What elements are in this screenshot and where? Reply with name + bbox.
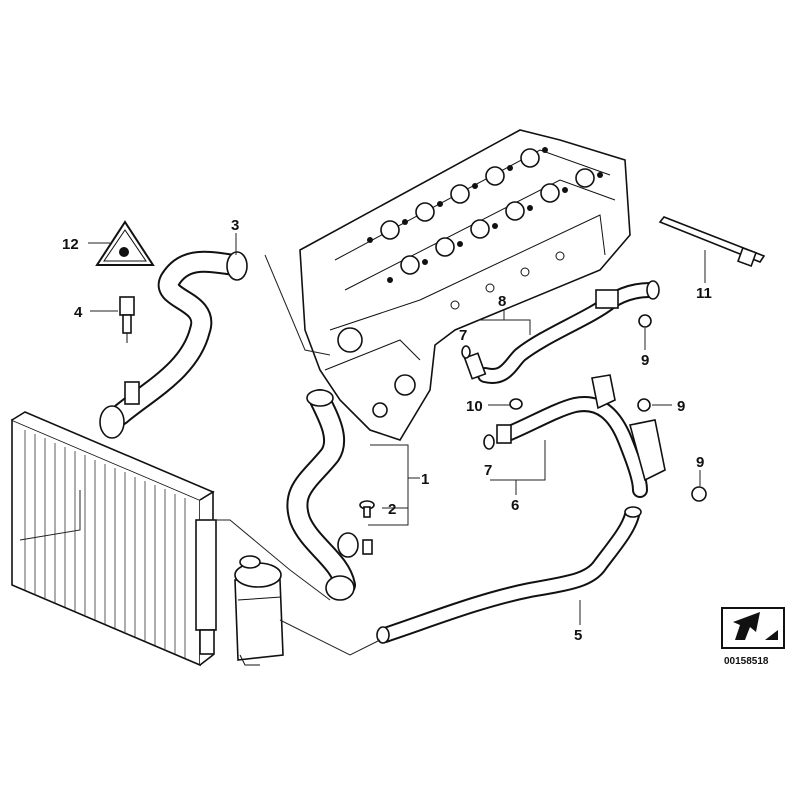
hose-1 xyxy=(286,389,373,601)
camshaft-journals xyxy=(380,148,595,275)
engine-cylinder-head xyxy=(299,129,631,441)
expansion-tank xyxy=(234,555,284,666)
callout-1: 1 xyxy=(421,471,429,488)
hose-8 xyxy=(463,280,660,384)
callout-5: 5 xyxy=(574,627,582,644)
hose-6 xyxy=(496,374,666,498)
callout-9-c: 9 xyxy=(696,454,704,471)
callout-9-b: 9 xyxy=(677,398,685,415)
callout-4: 4 xyxy=(74,304,83,321)
cable-tie-11 xyxy=(658,216,766,267)
callout-7-lower: 7 xyxy=(484,462,492,479)
warning-label-12 xyxy=(95,220,155,266)
o-ring-7-lower xyxy=(483,434,495,450)
callout-7-upper: 7 xyxy=(459,327,467,344)
reference-code: 00158518 xyxy=(724,656,769,667)
orientation-icon xyxy=(721,607,785,649)
callout-9-a: 9 xyxy=(641,352,649,369)
callout-12: 12 xyxy=(62,236,79,253)
bleed-screw-2 xyxy=(359,500,375,518)
plug-10 xyxy=(509,398,523,410)
bolt-9-a xyxy=(638,314,652,328)
callouts: 1 2 3 4 5 6 7 7 8 9 9 9 10 11 12 xyxy=(62,217,712,644)
o-ring-7-upper xyxy=(461,345,471,359)
leader-lines xyxy=(19,233,706,656)
hose-3 xyxy=(99,250,248,439)
hose-5 xyxy=(376,506,642,644)
head-bolts xyxy=(367,147,603,283)
callout-2: 2 xyxy=(388,501,396,518)
radiator xyxy=(11,411,217,667)
callout-3: 3 xyxy=(231,217,239,234)
head-gasket-holes xyxy=(450,251,565,310)
callout-10: 10 xyxy=(466,398,483,415)
bolt-9-b xyxy=(637,398,651,412)
callout-6: 6 xyxy=(511,497,519,514)
callout-11: 11 xyxy=(696,285,712,302)
bolt-9-c xyxy=(691,486,707,502)
temperature-sensor-4 xyxy=(119,296,135,343)
callout-8: 8 xyxy=(498,293,506,310)
